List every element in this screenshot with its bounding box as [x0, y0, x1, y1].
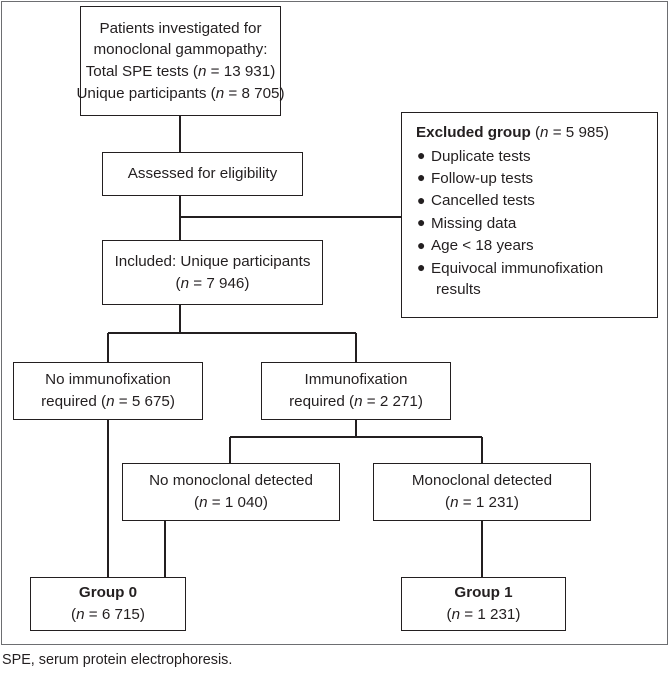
source-line-4: Unique participants (n = 8 705)	[76, 84, 285, 102]
mono-line-1: Monoclonal detected	[411, 472, 553, 490]
figure-caption: SPE, serum protein electrophoresis.	[2, 652, 233, 668]
excluded-item-duplicate-tests: ●Duplicate tests	[417, 147, 531, 165]
bullet-icon: ●	[417, 169, 426, 186]
group-0-box: Group 0 (n = 6 715)	[30, 577, 186, 631]
assessed-label: Assessed for eligibility	[127, 165, 278, 183]
no-mono-line-2: (n = 1 040)	[194, 494, 268, 511]
no-mono-line-1: No monoclonal detected	[149, 472, 313, 490]
monoclonal-detected-box: Monoclonal detected (n = 1 231)	[373, 463, 591, 521]
source-line-3: Total SPE tests (n = 13 931)	[85, 63, 276, 80]
no-ifx-line-2: required (n = 5 675)	[41, 393, 175, 410]
no-monoclonal-detected-box: No monoclonal detected (n = 1 040)	[122, 463, 340, 521]
excluded-group-box: Excluded group (n = 5 985) ●Duplicate te…	[401, 112, 658, 318]
excluded-item-age-under-18: ●Age < 18 years	[417, 236, 534, 255]
mono-line-2: (n = 1 231)	[445, 494, 519, 511]
immunofixation-required-box: Immunofixation required (n = 2 271)	[261, 362, 451, 420]
excluded-item-follow-up-tests: ●Follow-up tests	[417, 169, 534, 187]
bullet-icon: ●	[417, 259, 426, 276]
group-1-count: (n = 1 231)	[446, 606, 521, 623]
included-line-2: (n = 7 946)	[175, 274, 250, 292]
bullet-icon: ●	[417, 147, 426, 164]
excluded-item-cancelled-tests: ●Cancelled tests	[417, 191, 535, 210]
no-immunofixation-required-box: No immunofixation required (n = 5 675)	[13, 362, 203, 420]
bullet-icon: ●	[417, 214, 426, 231]
excluded-title: Excluded group (n = 5 985)	[416, 124, 609, 141]
excluded-item-missing-data: ●Missing data	[417, 214, 517, 232]
group-0-count: (n = 6 715)	[71, 606, 145, 623]
group-1-title: Group 1	[454, 584, 513, 602]
included-box: Included: Unique participants (n = 7 946…	[102, 240, 323, 305]
no-ifx-line-1: No immunofixation	[45, 371, 171, 389]
excluded-reasons-list: ●Duplicate tests ●Follow-up tests ●Cance…	[416, 146, 603, 302]
ifx-line-1: Immunofixation	[304, 371, 408, 389]
source-line-2: monoclonal gammopathy:	[93, 41, 268, 59]
group-1-box: Group 1 (n = 1 231)	[401, 577, 566, 631]
assessed-for-eligibility-box: Assessed for eligibility	[102, 152, 303, 196]
excluded-item-continuation: results	[436, 281, 481, 299]
included-line-1: Included: Unique participants	[114, 252, 311, 270]
ifx-line-2: required (n = 2 271)	[289, 393, 423, 410]
bullet-icon: ●	[417, 191, 426, 208]
patients-investigated-box: Patients investigated for monoclonal gam…	[76, 6, 285, 116]
group-0-title: Group 0	[78, 584, 138, 602]
source-line-1: Patients investigated for	[99, 19, 262, 37]
bullet-icon: ●	[417, 236, 426, 253]
